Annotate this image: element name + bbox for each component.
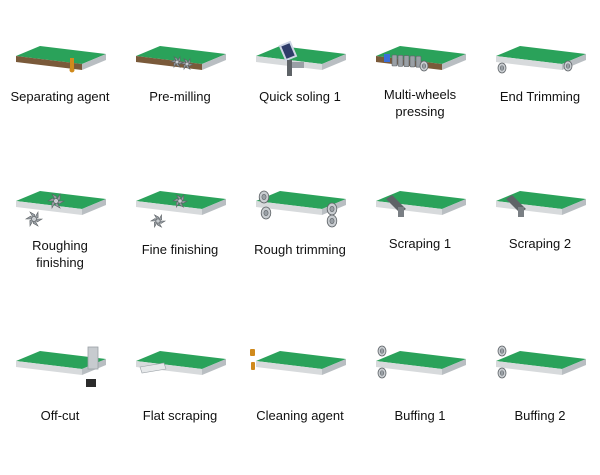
fine-cutter-icon: [136, 191, 226, 229]
rough-cutter-top: [46, 192, 66, 210]
cutter-b: [179, 57, 195, 71]
spray-nozzle-icon: [250, 349, 346, 375]
cutter-block-icon: [16, 346, 106, 387]
trim-top-right: [326, 202, 338, 216]
trim-bottom-right: [326, 214, 338, 228]
board: [136, 46, 226, 70]
fine-cutter-top: [171, 193, 189, 209]
buff-bottom: [377, 367, 387, 379]
board: [16, 46, 106, 70]
process-step: Rough trimming: [240, 185, 360, 315]
process-step: Fine finishing: [120, 185, 240, 315]
step-label: Quick soling 1: [259, 89, 341, 104]
buffing-wheel-icon: [496, 345, 586, 379]
process-step: Scraping 2: [480, 185, 600, 315]
fine-cutter-bottom: [149, 213, 167, 229]
scraper-icon: [496, 191, 586, 217]
buff-bottom: [497, 367, 507, 379]
rough-cutter-icon: [16, 191, 106, 228]
saw-blade-icon: [496, 46, 586, 74]
process-step: Buffing 2: [480, 345, 600, 475]
step-label: Fine finishing: [141, 242, 219, 257]
board: [496, 191, 586, 215]
trim-top-left: [258, 190, 270, 204]
scraper-icon: [376, 191, 466, 217]
pressure-wheel: [419, 60, 429, 72]
board: [376, 191, 466, 215]
process-step: Flat scraping: [120, 345, 240, 475]
saw-right: [563, 60, 573, 72]
soling-head-icon: [256, 40, 346, 76]
step-label: Multi-wheels pressing: [383, 87, 457, 119]
process-step: Separating agent: [0, 40, 120, 170]
cutter-a: [169, 55, 185, 69]
buff-top: [377, 345, 387, 357]
step-label: Rough trimming: [254, 242, 346, 257]
step-label: Buffing 2: [514, 408, 566, 423]
trim-bottom-left: [260, 206, 272, 220]
process-step: Pre-milling: [120, 40, 240, 170]
step-label: End Trimming: [499, 89, 581, 104]
process-step: Quick soling 1: [240, 40, 360, 170]
step-label: Pre-milling: [149, 89, 211, 104]
process-step: Cleaning agent: [240, 345, 360, 475]
process-step: Multi-wheels pressing: [360, 40, 480, 170]
step-label: Scraping 2: [508, 236, 572, 251]
buffing-wheel-icon: [376, 345, 466, 379]
board: [496, 46, 586, 70]
board: [136, 351, 226, 375]
process-step: Scraping 1: [360, 185, 480, 315]
milling-cutter-icon: [136, 46, 226, 71]
step-label: Roughing finishing: [32, 238, 88, 270]
step-label: Separating agent: [10, 89, 110, 104]
board: [496, 351, 586, 375]
process-step: End Trimming: [480, 40, 600, 170]
step-label: Off-cut: [40, 408, 80, 423]
trim-wheels-icon: [256, 190, 346, 228]
process-step: Roughing finishing: [0, 185, 120, 315]
board: [256, 351, 346, 375]
board: [16, 191, 106, 215]
step-label: Buffing 1: [394, 408, 446, 423]
process-step: Buffing 1: [360, 345, 480, 475]
board: [376, 351, 466, 375]
rough-cutter-bottom: [24, 210, 44, 228]
step-label: Scraping 1: [388, 236, 452, 251]
step-label: Flat scraping: [142, 408, 218, 423]
step-label: Cleaning agent: [256, 408, 344, 423]
flat-scraper-icon: [136, 351, 226, 375]
buff-top: [497, 345, 507, 357]
dispenser-icon: [16, 46, 106, 73]
process-step: Off-cut: [0, 345, 120, 475]
saw-left: [497, 62, 507, 74]
pressure-wheels-icon: [376, 46, 466, 72]
